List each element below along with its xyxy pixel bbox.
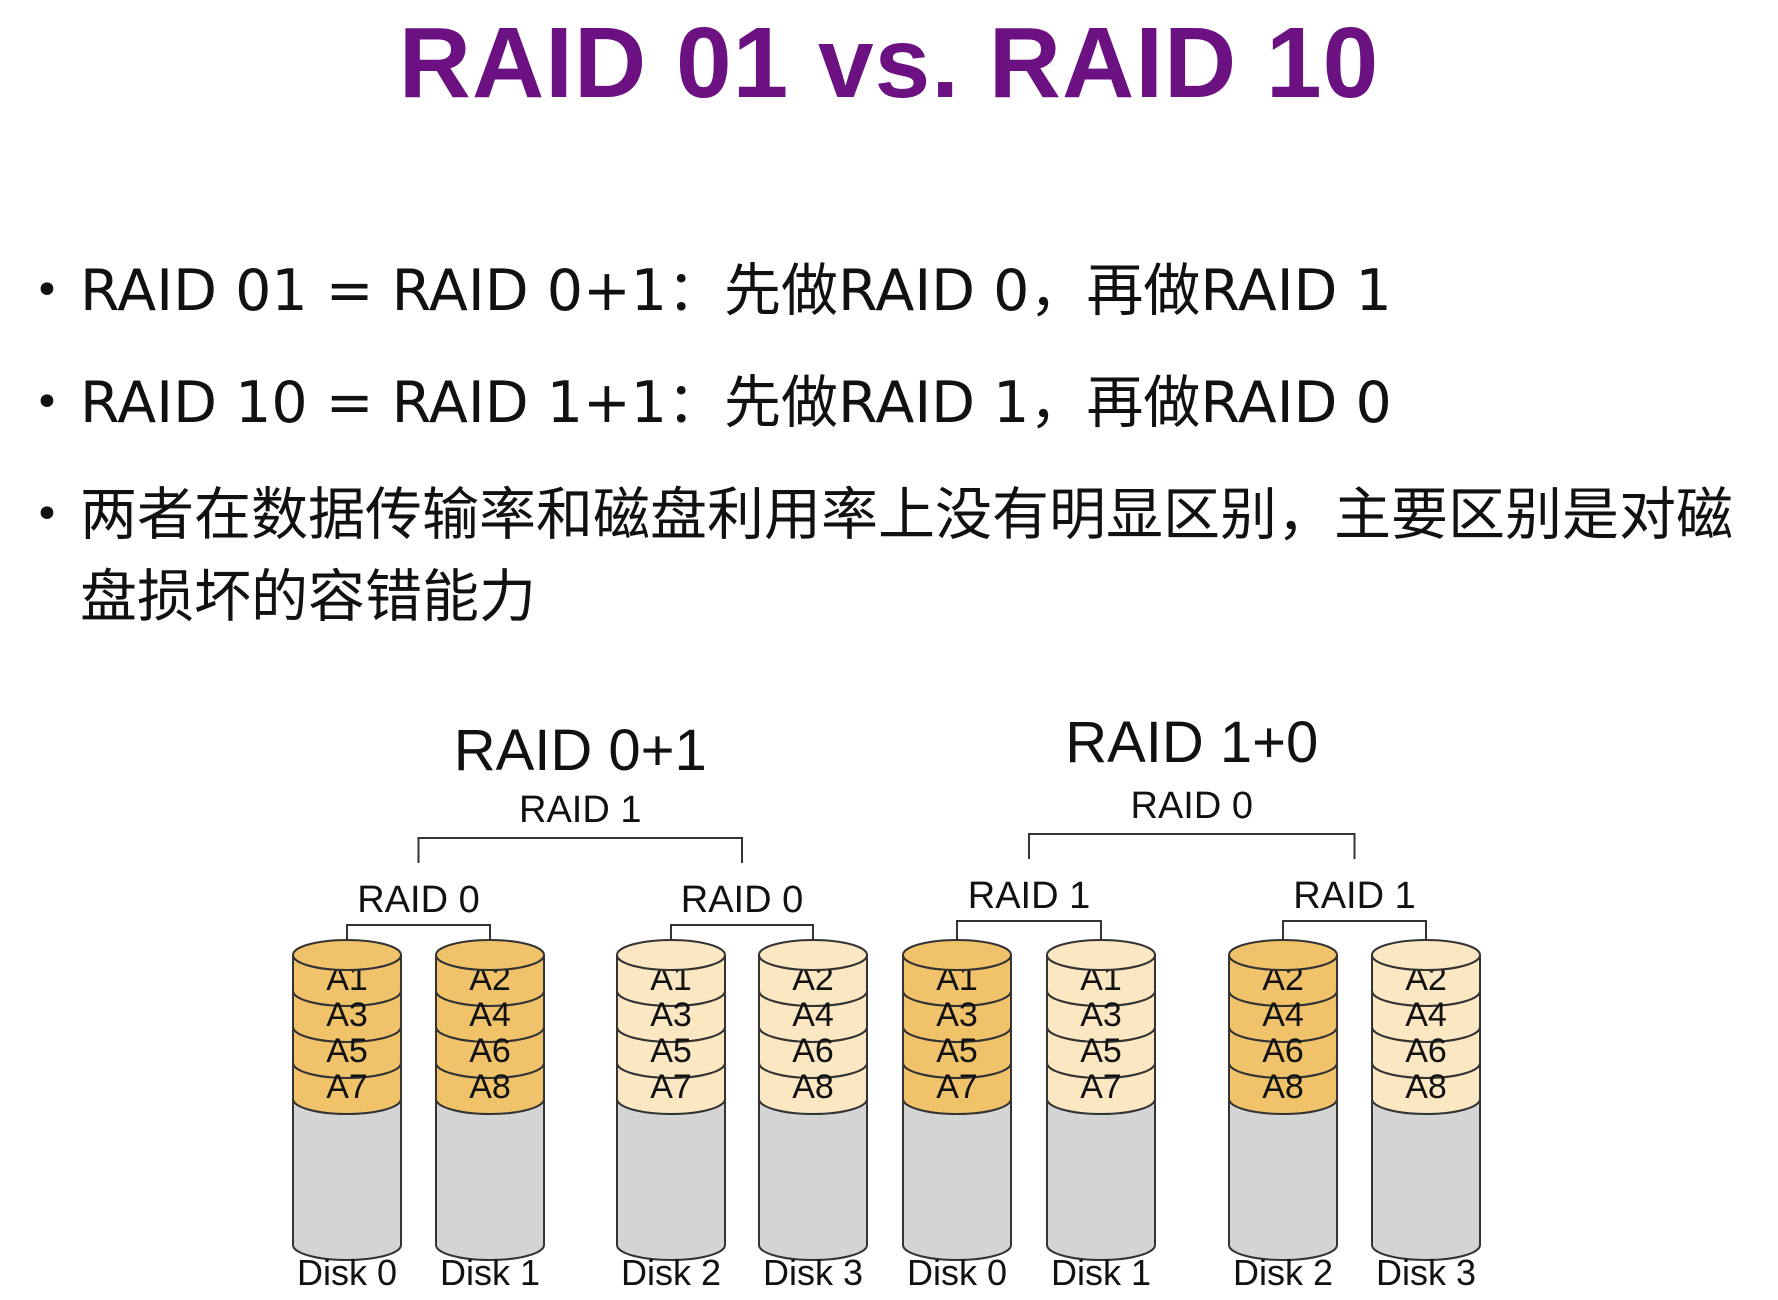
block-label: A5 bbox=[936, 1032, 978, 1070]
disk-label: Disk 0 bbox=[297, 1252, 397, 1293]
block-label: A6 bbox=[1262, 1032, 1304, 1070]
disk-body bbox=[1371, 1098, 1481, 1261]
disk-top bbox=[1371, 939, 1481, 971]
bullet-item: • 两者在数据传输率和磁盘利用率上没有明显区别，主要区别是对磁盘损坏的容错能力 bbox=[28, 474, 1768, 638]
block-label: A4 bbox=[792, 996, 834, 1034]
disk-top bbox=[758, 939, 868, 971]
bullet-text: RAID 10 = RAID 1+1：先做RAID 1，再做RAID 0 bbox=[80, 370, 1392, 436]
top-level-label: RAID 1 bbox=[519, 789, 641, 831]
bullet-item: • RAID 01 = RAID 0+1：先做RAID 0，再做RAID 1 bbox=[28, 250, 1768, 332]
disk-top bbox=[435, 939, 545, 971]
disk-top bbox=[292, 939, 402, 971]
bullet-list: • RAID 01 = RAID 0+1：先做RAID 0，再做RAID 1 •… bbox=[28, 250, 1768, 668]
disk-stripe bbox=[435, 1062, 545, 1115]
disk-top bbox=[1046, 939, 1156, 971]
disk-label: Disk 2 bbox=[621, 1252, 721, 1293]
diagram-heading: RAID 0+1 bbox=[454, 718, 707, 783]
disk-stripe bbox=[616, 1062, 726, 1115]
block-label: A8 bbox=[792, 1068, 834, 1106]
block-label: A4 bbox=[1405, 996, 1447, 1034]
disk-stripe bbox=[1371, 1062, 1481, 1115]
bullet-dot-icon: • bbox=[34, 265, 60, 316]
block-label: A7 bbox=[1080, 1068, 1122, 1106]
block-label: A3 bbox=[650, 996, 692, 1034]
block-label: A7 bbox=[650, 1068, 692, 1106]
block-label: A3 bbox=[326, 996, 368, 1034]
group-label: RAID 0 bbox=[357, 879, 479, 921]
block-label: A7 bbox=[326, 1068, 368, 1106]
disk-label: Disk 1 bbox=[440, 1252, 540, 1293]
disk-label: Disk 1 bbox=[1051, 1252, 1151, 1293]
top-bracket-line bbox=[1028, 833, 1356, 859]
disk-label: Disk 0 bbox=[907, 1252, 1007, 1293]
bullet-text: RAID 01 = RAID 0+1：先做RAID 0，再做RAID 1 bbox=[80, 258, 1392, 324]
group-label: RAID 0 bbox=[681, 879, 803, 921]
top-level-label: RAID 0 bbox=[1131, 785, 1253, 827]
block-label: A4 bbox=[469, 996, 511, 1034]
disk-stripe bbox=[292, 1062, 402, 1115]
block-label: A3 bbox=[936, 996, 978, 1034]
block-label: A5 bbox=[650, 1032, 692, 1070]
block-label: A4 bbox=[1262, 996, 1304, 1034]
disk-stripe bbox=[902, 1062, 1012, 1115]
disk-body bbox=[902, 1098, 1012, 1261]
bullet-dot-icon: • bbox=[34, 489, 60, 540]
group-bracket-line bbox=[956, 920, 1102, 944]
disk-body bbox=[758, 1098, 868, 1261]
disk-label: Disk 2 bbox=[1233, 1252, 1333, 1293]
group-bracket-line bbox=[1282, 920, 1427, 944]
slide-title: RAID 01 vs. RAID 10 bbox=[398, 7, 1380, 119]
block-label: A8 bbox=[1405, 1068, 1447, 1106]
block-label: A5 bbox=[1080, 1032, 1122, 1070]
disk-top bbox=[902, 939, 1012, 971]
group-label: RAID 1 bbox=[1293, 875, 1415, 917]
bullet-dot-icon: • bbox=[34, 377, 60, 428]
disk-body bbox=[616, 1098, 726, 1261]
diagram-heading: RAID 1+0 bbox=[1065, 710, 1318, 775]
block-label: A6 bbox=[469, 1032, 511, 1070]
group-bracket-line bbox=[670, 924, 814, 944]
group-label: RAID 1 bbox=[968, 875, 1090, 917]
disk-body bbox=[435, 1098, 545, 1261]
disk-top bbox=[1228, 939, 1338, 971]
top-bracket-line bbox=[417, 837, 743, 863]
disk-body bbox=[1046, 1098, 1156, 1261]
bullet-text: 两者在数据传输率和磁盘利用率上没有明显区别，主要区别是对磁盘损坏的容错能力 bbox=[80, 482, 1733, 630]
disk-body bbox=[1228, 1098, 1338, 1261]
block-label: A8 bbox=[469, 1068, 511, 1106]
disk-label: Disk 3 bbox=[763, 1252, 863, 1293]
disk-top bbox=[616, 939, 726, 971]
block-label: A6 bbox=[792, 1032, 834, 1070]
disk-body bbox=[292, 1098, 402, 1261]
disk-label: Disk 3 bbox=[1376, 1252, 1476, 1293]
bullet-item: • RAID 10 = RAID 1+1：先做RAID 1，再做RAID 0 bbox=[28, 362, 1768, 444]
disk-stripe bbox=[758, 1062, 868, 1115]
disk-stripe bbox=[1228, 1062, 1338, 1115]
block-label: A7 bbox=[936, 1068, 978, 1106]
block-label: A6 bbox=[1405, 1032, 1447, 1070]
disk-stripe bbox=[1046, 1062, 1156, 1115]
group-bracket-line bbox=[346, 924, 491, 944]
block-label: A8 bbox=[1262, 1068, 1304, 1106]
block-label: A5 bbox=[326, 1032, 368, 1070]
block-label: A3 bbox=[1080, 996, 1122, 1034]
